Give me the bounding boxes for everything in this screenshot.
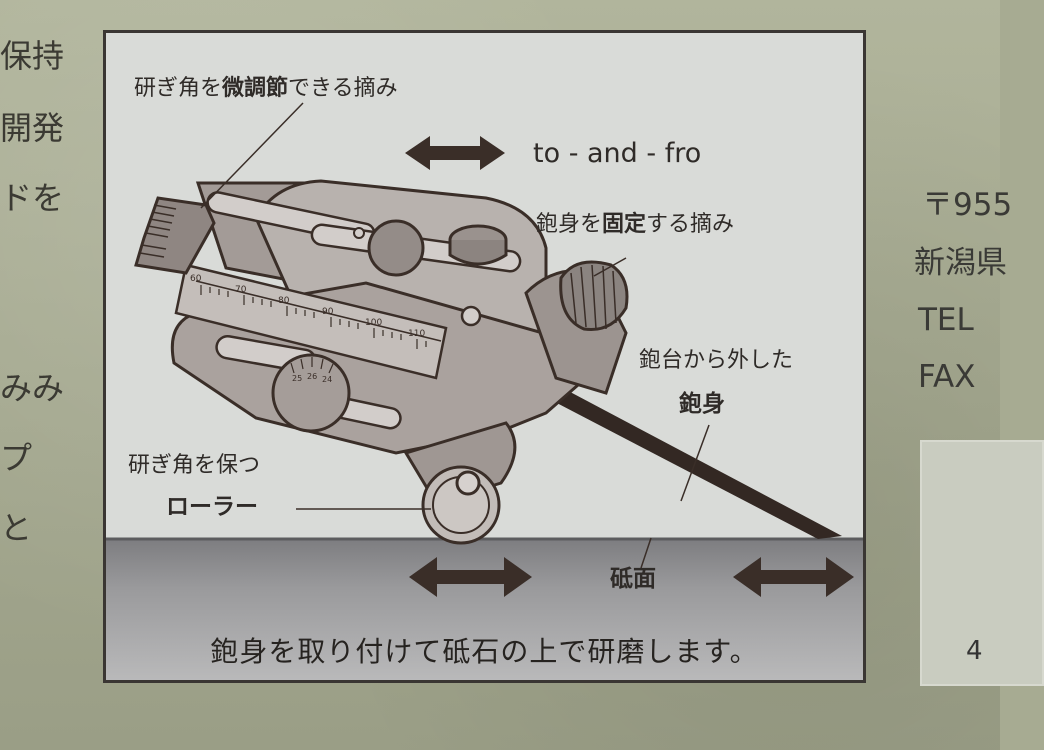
label-blade-line1: 鉋台から外した [639, 348, 794, 373]
whetstone-surface [106, 539, 863, 680]
fine-adjust-knob [134, 196, 216, 275]
label-fix-knob-prefix: 鉋身を [536, 212, 603, 237]
diagram-drawing: 60 70 80 90 100 110 [106, 102, 863, 680]
label-fix-knob-suffix: する摘み [646, 212, 735, 237]
label-fix-knob-bold: 固定 [602, 212, 647, 237]
right-text-tel: TEL [918, 302, 974, 338]
label-motion: to - and - fro [533, 138, 702, 169]
scale-label-80: 80 [278, 296, 290, 306]
label-stone-surface: 砥面 [610, 566, 656, 592]
leader-lines [200, 102, 710, 569]
right-text-postal: 〒955 [922, 187, 1013, 223]
scale-ticks [200, 285, 427, 349]
scale-label-70: 70 [235, 285, 247, 295]
left-text-6: と [0, 509, 33, 547]
right-info-box [920, 440, 1044, 686]
scale-label-60: 60 [190, 274, 202, 284]
label-roller-line1: 研ぎ角を保つ [128, 453, 261, 478]
diagram-caption: 鉋身を取り付けて砥石の上で研磨します。 [210, 635, 759, 668]
top-motion-arrow [405, 136, 505, 170]
scale-label-110: 110 [408, 329, 425, 339]
diagram-panel: 60 70 80 90 100 110 [103, 30, 866, 683]
page-number: 4 [966, 636, 983, 666]
dial-label-25: 25 [292, 374, 302, 383]
label-blade-line2: 鉋身 [679, 391, 725, 417]
dial-label-24: 24 [322, 375, 332, 384]
dial-label-26: 26 [307, 372, 317, 381]
left-text-3: ドを [0, 179, 65, 217]
label-roller-line2: ローラー [166, 494, 258, 520]
label-angle-knob-suffix: できる摘み [288, 76, 398, 101]
angle-dial: 25 26 24 [271, 353, 351, 433]
label-angle-knob-prefix: 研ぎ角を [134, 76, 223, 101]
rear-knob [448, 224, 508, 266]
left-text-5: プ [0, 439, 33, 477]
left-text-4: みみ [0, 369, 65, 407]
scale-label-100: 100 [365, 318, 382, 328]
left-text-2: 開発 [0, 109, 65, 147]
right-text-fax: FAX [918, 359, 976, 395]
blade-fix-knob [559, 260, 629, 332]
stone-motion-arrows [409, 557, 854, 597]
label-fix-knob: 鉋身を固定する摘み [536, 214, 734, 236]
label-angle-knob: 研ぎ角を微調節できる摘み [134, 78, 398, 100]
left-text-1: 保持 [0, 37, 65, 75]
top-round-knob [367, 219, 425, 277]
label-angle-knob-bold: 微調節 [222, 76, 289, 101]
right-text-pref: 新潟県 [914, 245, 1007, 281]
scale-label-90: 90 [322, 307, 334, 317]
roller [403, 421, 517, 545]
